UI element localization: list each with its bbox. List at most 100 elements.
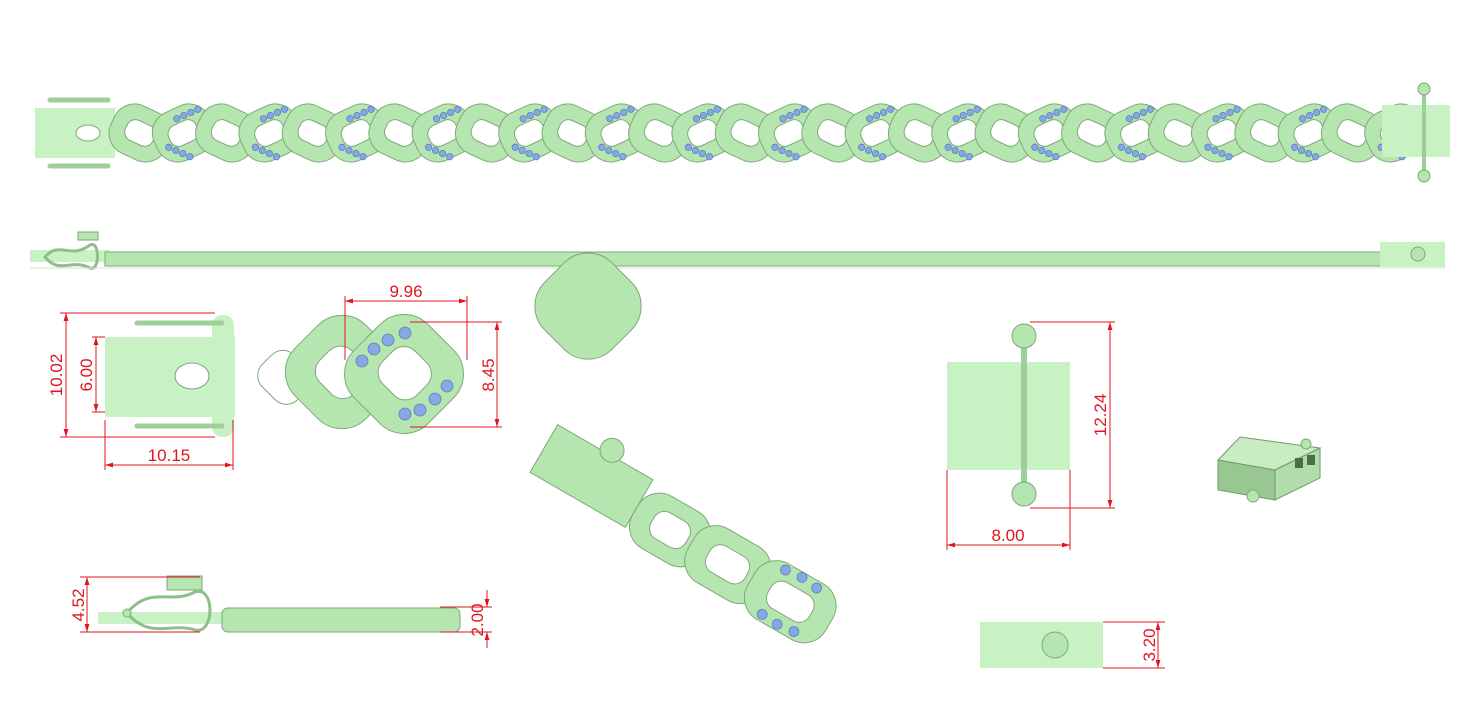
stone bbox=[1225, 153, 1233, 161]
stone bbox=[1320, 105, 1328, 113]
dim-10-02: 10.02 bbox=[47, 354, 66, 397]
dim-2-00: 2.00 bbox=[468, 603, 487, 636]
detail-links bbox=[257, 252, 642, 434]
detail-top-dimensions: 9.96 10.02 6.00 8.45 10.15 bbox=[47, 282, 502, 470]
stone bbox=[352, 149, 360, 158]
stone bbox=[878, 153, 887, 161]
stone bbox=[857, 143, 866, 151]
stone bbox=[886, 105, 895, 113]
dim-3-20: 3.20 bbox=[1140, 628, 1159, 661]
pin-ball bbox=[1011, 323, 1037, 349]
stone bbox=[180, 111, 188, 120]
stone bbox=[1306, 111, 1314, 120]
stone bbox=[1031, 143, 1039, 151]
dim-9-96: 9.96 bbox=[389, 282, 422, 301]
detail-top-view bbox=[105, 252, 642, 437]
dim-4-52: 4.52 bbox=[69, 588, 88, 621]
stone bbox=[684, 143, 693, 151]
stone bbox=[606, 115, 614, 123]
stone bbox=[446, 108, 455, 117]
stone bbox=[1060, 105, 1068, 113]
stone bbox=[187, 108, 195, 117]
stone bbox=[172, 146, 180, 155]
stone bbox=[612, 149, 620, 158]
stone bbox=[424, 143, 433, 151]
stone bbox=[1138, 153, 1147, 161]
stone bbox=[620, 108, 628, 117]
stone bbox=[944, 143, 952, 151]
stone bbox=[605, 146, 613, 155]
stone bbox=[1305, 149, 1313, 158]
stone bbox=[367, 105, 375, 113]
stone bbox=[345, 146, 353, 155]
stone bbox=[973, 105, 981, 113]
stone bbox=[1146, 105, 1155, 113]
stone bbox=[280, 105, 288, 113]
stone bbox=[1052, 153, 1060, 161]
stone bbox=[1204, 143, 1212, 151]
link-bar bbox=[104, 251, 1396, 267]
stone bbox=[778, 146, 786, 155]
box-clasp-view: 12.24 8.00 bbox=[946, 321, 1115, 550]
stone bbox=[1219, 111, 1227, 120]
stone bbox=[958, 149, 966, 158]
stone bbox=[1125, 115, 1134, 123]
clasp-spring bbox=[125, 590, 212, 632]
stone bbox=[951, 146, 959, 155]
dim-8-00: 8.00 bbox=[991, 526, 1024, 545]
stone bbox=[598, 143, 606, 151]
stone bbox=[879, 108, 888, 117]
stone bbox=[526, 111, 534, 120]
stone bbox=[959, 111, 967, 120]
stone bbox=[864, 146, 873, 155]
stone bbox=[785, 149, 793, 158]
stone bbox=[786, 111, 794, 120]
box-clasp bbox=[1382, 105, 1450, 157]
stone bbox=[965, 153, 973, 161]
clasp-button bbox=[75, 124, 101, 142]
stone bbox=[1226, 108, 1234, 117]
stone bbox=[865, 115, 874, 123]
end-view: 3.20 bbox=[980, 621, 1165, 669]
stone bbox=[251, 143, 259, 151]
stone bbox=[360, 108, 368, 117]
stone bbox=[1291, 143, 1299, 151]
stone bbox=[511, 143, 519, 151]
stone bbox=[952, 115, 960, 123]
stone bbox=[265, 149, 273, 158]
stone bbox=[1298, 146, 1306, 155]
clasp-spring bbox=[43, 243, 99, 270]
stone bbox=[439, 111, 448, 120]
stone bbox=[1039, 115, 1047, 123]
stone bbox=[1218, 149, 1226, 158]
stone bbox=[540, 105, 548, 113]
clasp-tongue bbox=[35, 108, 115, 158]
stone bbox=[779, 115, 787, 123]
stones bbox=[355, 326, 454, 421]
stone bbox=[186, 153, 194, 161]
stone bbox=[966, 108, 974, 117]
stone bbox=[1124, 146, 1133, 155]
stone bbox=[1046, 111, 1054, 120]
pin-ball bbox=[1011, 481, 1037, 507]
stone bbox=[706, 108, 715, 117]
pin-ball bbox=[1417, 169, 1431, 183]
bracelet-top-view bbox=[35, 82, 1450, 183]
stone bbox=[272, 153, 280, 161]
stone bbox=[705, 153, 714, 161]
stone bbox=[627, 105, 635, 113]
stone bbox=[793, 108, 801, 117]
dim-12-24: 12.24 bbox=[1091, 394, 1110, 437]
stone bbox=[1117, 143, 1126, 151]
stone bbox=[872, 111, 881, 120]
stone bbox=[432, 115, 441, 123]
stone bbox=[1132, 111, 1141, 120]
stone bbox=[619, 153, 627, 161]
stone bbox=[1131, 149, 1140, 158]
stone bbox=[359, 153, 367, 161]
dim-6-00: 6.00 bbox=[77, 358, 96, 391]
stone bbox=[346, 115, 354, 123]
clasp-button-side bbox=[77, 231, 99, 241]
stone bbox=[792, 153, 800, 161]
